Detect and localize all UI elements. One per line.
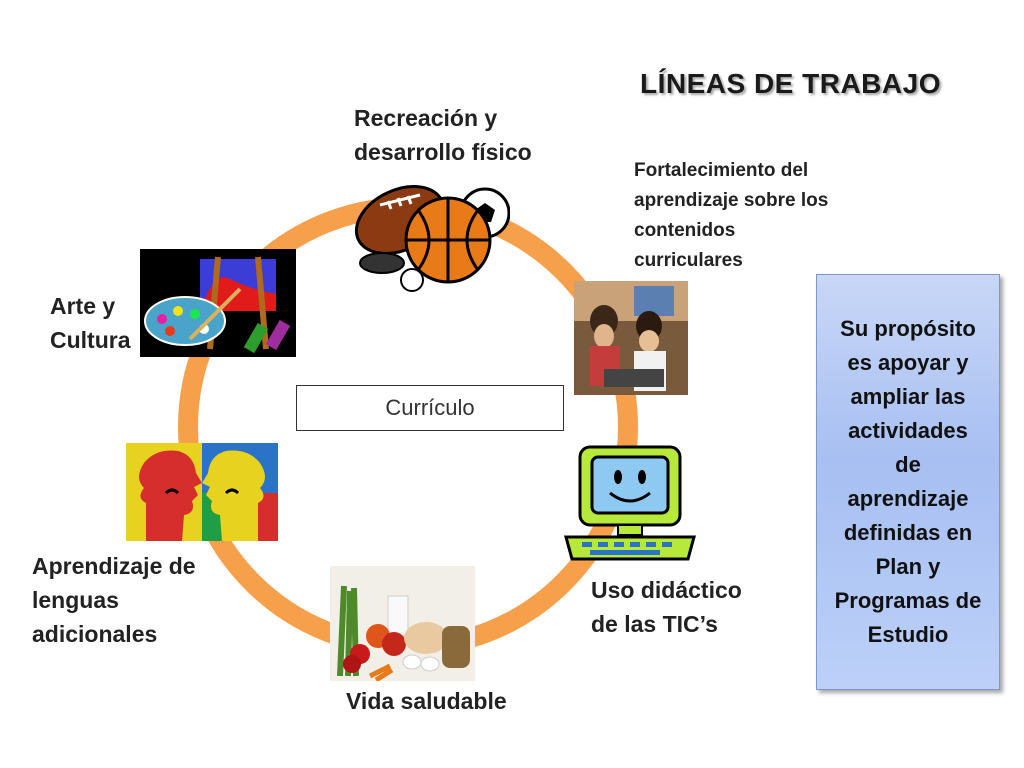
label-vida: Vida saludable (346, 688, 507, 714)
curriculo-box: Currículo (296, 385, 564, 431)
healthy-food-photo (330, 566, 475, 681)
smiling-computer-icon (564, 445, 696, 561)
page-title: LÍNEAS DE TRABAJO (640, 68, 941, 99)
speaking-heads-icon (126, 443, 278, 541)
classroom-photo (574, 281, 688, 395)
painting-easel-icon (140, 249, 296, 357)
sports-balls-icon (354, 185, 510, 292)
